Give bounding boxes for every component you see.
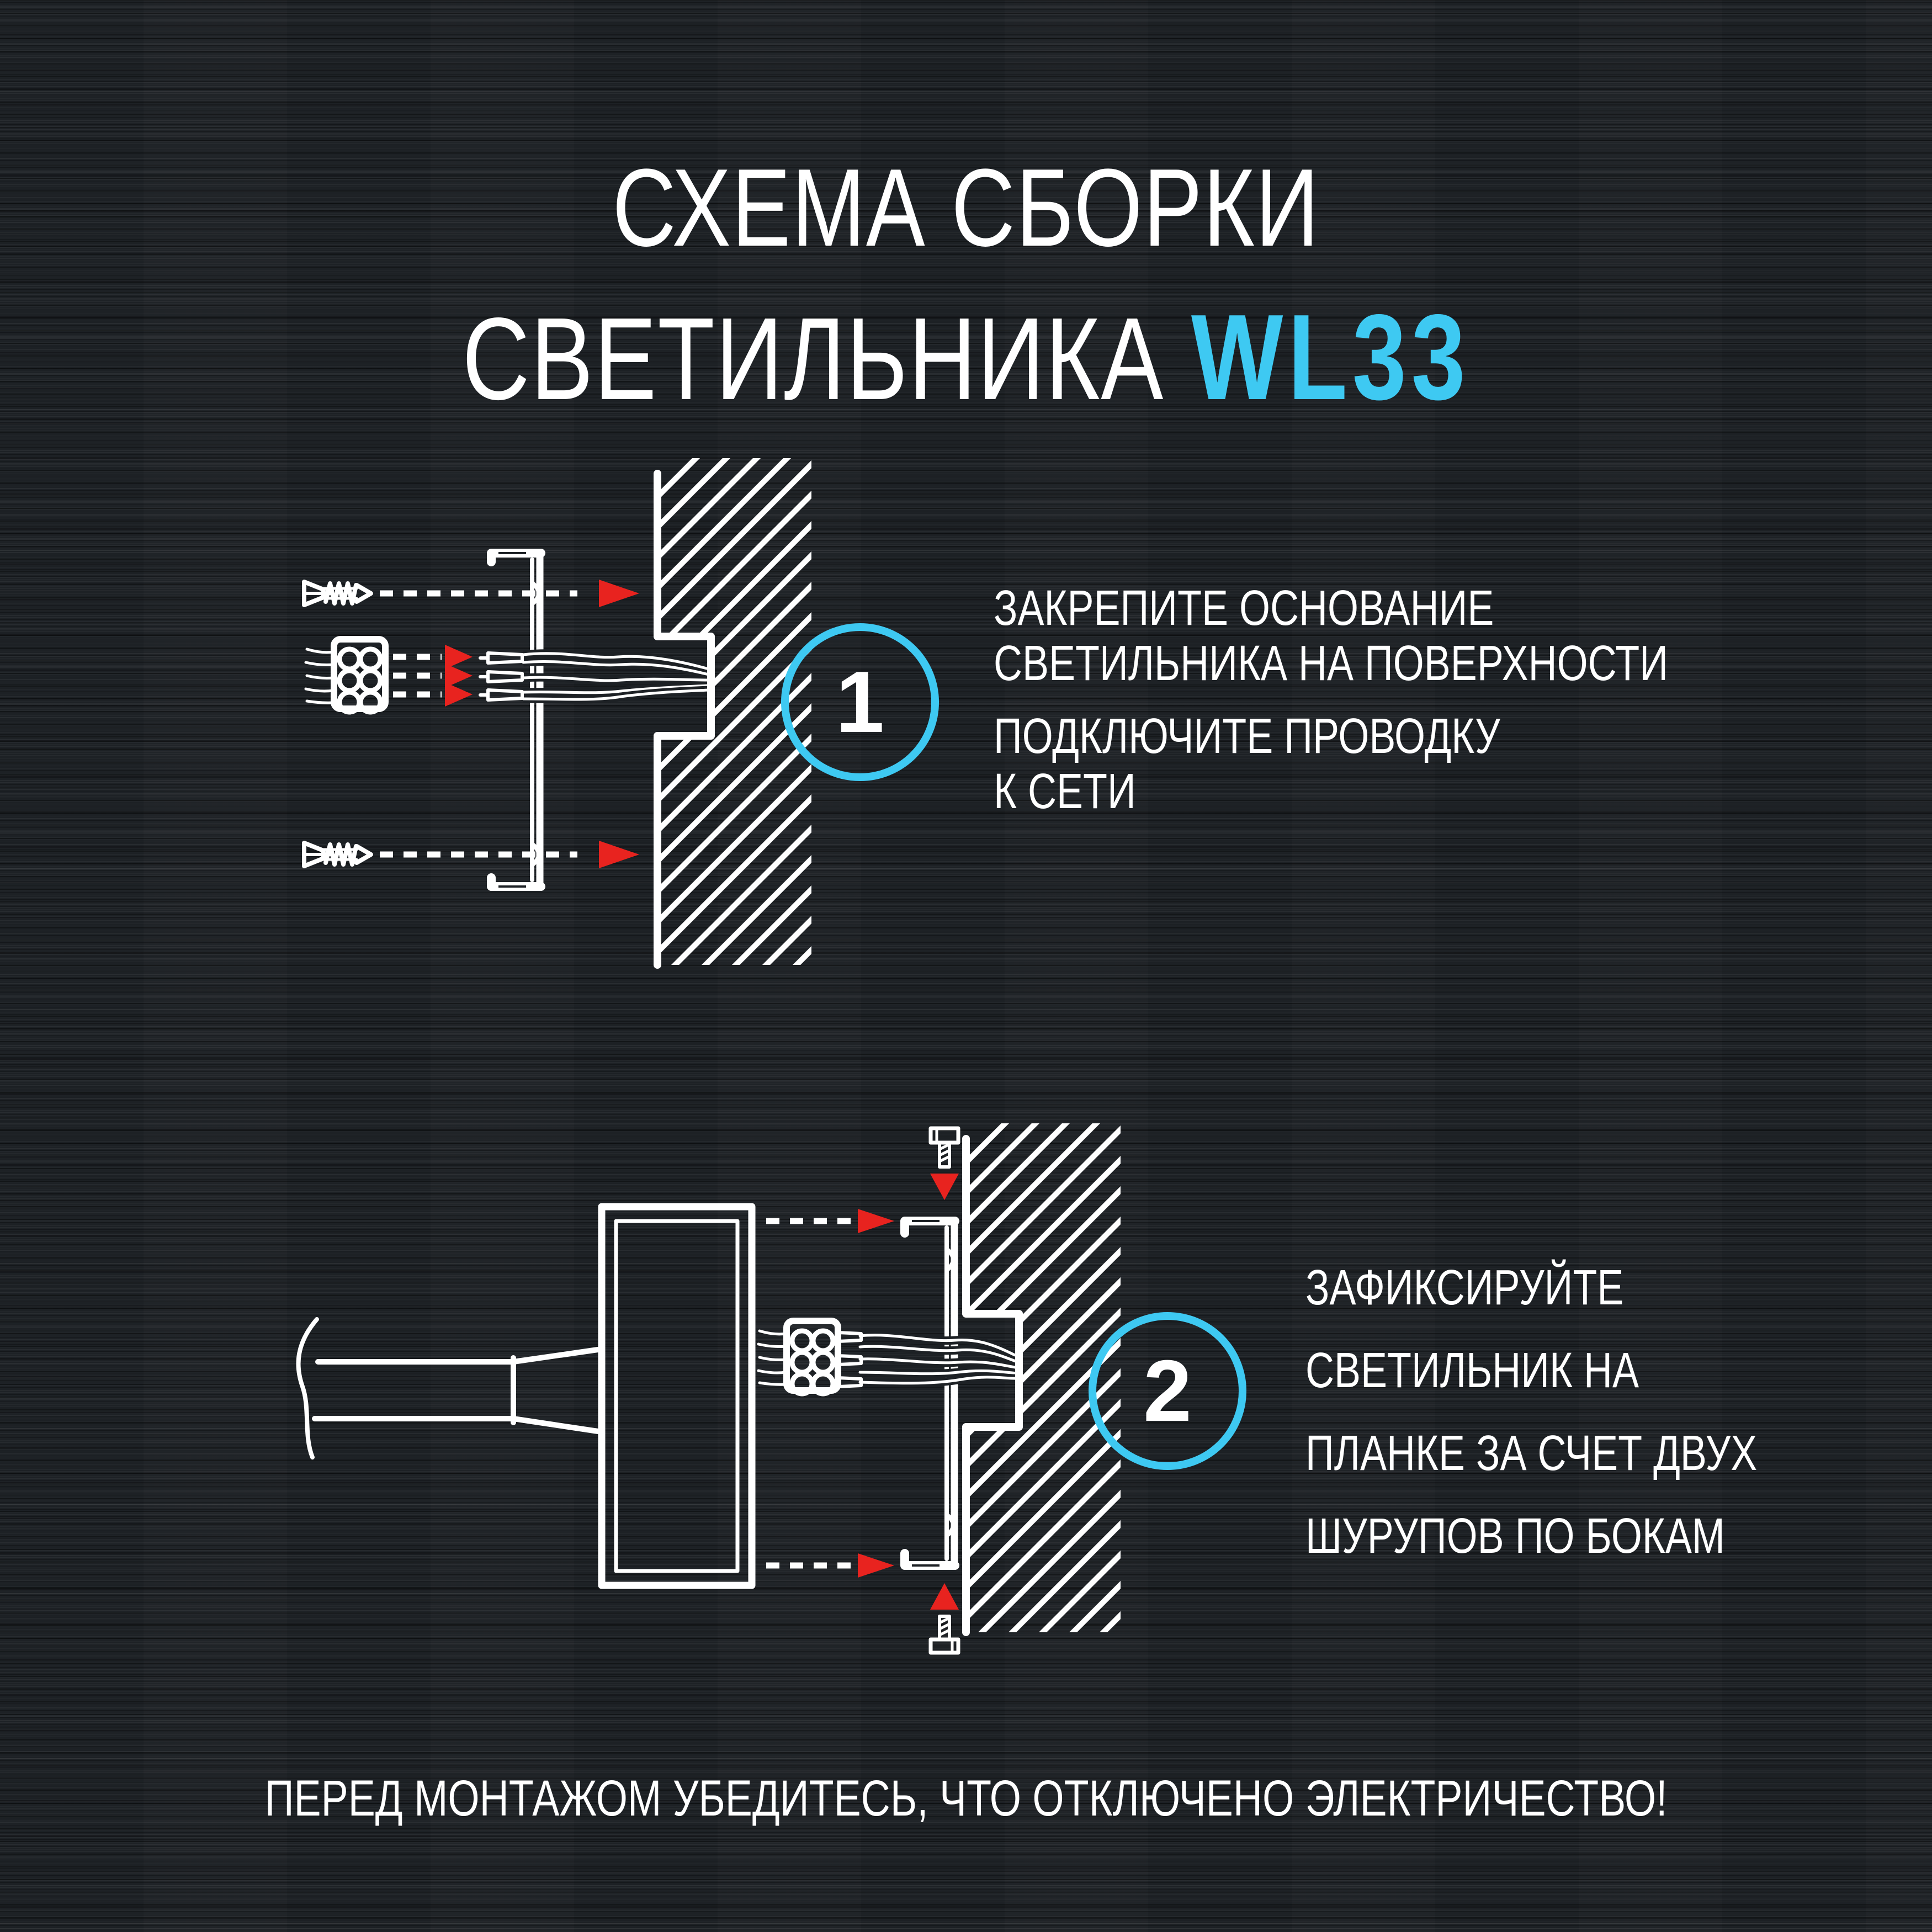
mounting-plate-icon: [487, 549, 545, 891]
lamp-body-icon: [296, 1203, 756, 1589]
screw-hole: [944, 1512, 956, 1538]
title-text-1: СХЕМА СБОРКИ: [612, 146, 1320, 269]
red-arrow-icon: [930, 1583, 959, 1610]
red-arrow-icon: [599, 841, 639, 868]
wire-ferrule: [836, 1354, 863, 1366]
step-circle-1: 1: [781, 623, 939, 781]
page-title-line1: СХЕМА СБОРКИ: [0, 145, 1932, 272]
wire-ferrule: [836, 1331, 863, 1343]
step-1-description: ЗАКРЕПИТЕ ОСНОВАНИЕ СВЕТИЛЬНИКА НА ПОВЕР…: [994, 581, 1837, 819]
red-arrow-icon: [599, 580, 639, 607]
dashed-guide: [766, 1209, 894, 1578]
dashed-guide: [380, 580, 639, 868]
dashed-guide: [393, 645, 473, 707]
wire-connector-icon: [304, 636, 389, 715]
step1-line4: К СЕТИ: [994, 764, 1136, 819]
machine-screw-icon: [928, 1126, 960, 1200]
model-badge: WL33: [1191, 289, 1471, 425]
safety-warning-text: ПЕРЕД МОНТАЖОМ УБЕДИТЕСЬ, ЧТО ОТКЛЮЧЕНО …: [264, 1770, 1668, 1827]
screw-hole: [530, 581, 541, 606]
step-number-1: 1: [836, 653, 884, 751]
machine-screw-icon: [928, 1583, 960, 1655]
step2-line3: ПЛАНКЕ ЗА СЧЕТ ДВУХ: [1305, 1426, 1758, 1481]
page-title-line2: СВЕТИЛЬНИКА WL33: [0, 287, 1932, 427]
wire-ferrule: [836, 1376, 863, 1388]
wall-hatching: [657, 458, 811, 965]
wall-hatching: [966, 1123, 1121, 1632]
wires-icon: [522, 649, 710, 704]
wires-icon: [858, 1331, 1021, 1388]
step1-line2: СВЕТИЛЬНИКА НА ПОВЕРХНОСТИ: [994, 636, 1668, 691]
title-text-2: СВЕТИЛЬНИКА WL33: [462, 287, 1470, 427]
screw-hole: [944, 1247, 956, 1272]
wall-section-icon: [654, 470, 715, 969]
step1-line1: ЗАКРЕПИТЕ ОСНОВАНИЕ: [994, 581, 1494, 636]
screw-icon: [302, 580, 373, 607]
red-arrow-icon: [445, 682, 473, 707]
step-number-2: 2: [1143, 1342, 1192, 1440]
screw-hole: [530, 842, 541, 867]
red-arrow-icon: [930, 1174, 959, 1200]
red-arrow-icon: [858, 1209, 894, 1233]
step1-line3: ПОДКЛЮЧИТЕ ПРОВОДКУ: [994, 709, 1500, 764]
step2-line4: ШУРУПОВ ПО БОКАМ: [1305, 1509, 1725, 1564]
red-arrow-icon: [858, 1553, 894, 1578]
step2-line2: СВЕТИЛЬНИК НА: [1305, 1343, 1639, 1398]
safety-warning: ПЕРЕД МОНТАЖОМ УБЕДИТЕСЬ, ЧТО ОТКЛЮЧЕНО …: [0, 1770, 1932, 1828]
red-arrow-icon: [445, 664, 473, 688]
wire-ferrules: [479, 651, 524, 702]
step-circle-2: 2: [1089, 1312, 1246, 1470]
assembly-diagram-step-2: [296, 1123, 1121, 1655]
red-arrow-icon: [445, 645, 473, 669]
step-2-description: ЗАФИКСИРУЙТЕ СВЕТИЛЬНИК НА ПЛАНКЕ ЗА СЧЕ…: [1305, 1246, 1870, 1578]
wire-connector-icon: [757, 1318, 863, 1397]
wall-section-icon: [962, 1135, 1023, 1636]
screw-icon: [302, 841, 373, 868]
step2-line1: ЗАФИКСИРУЙТЕ: [1305, 1260, 1624, 1315]
mounting-plate-icon: [900, 1217, 959, 1570]
title-prefix: СВЕТИЛЬНИКА: [461, 293, 1191, 424]
assembly-diagram-step-1: [302, 458, 811, 969]
